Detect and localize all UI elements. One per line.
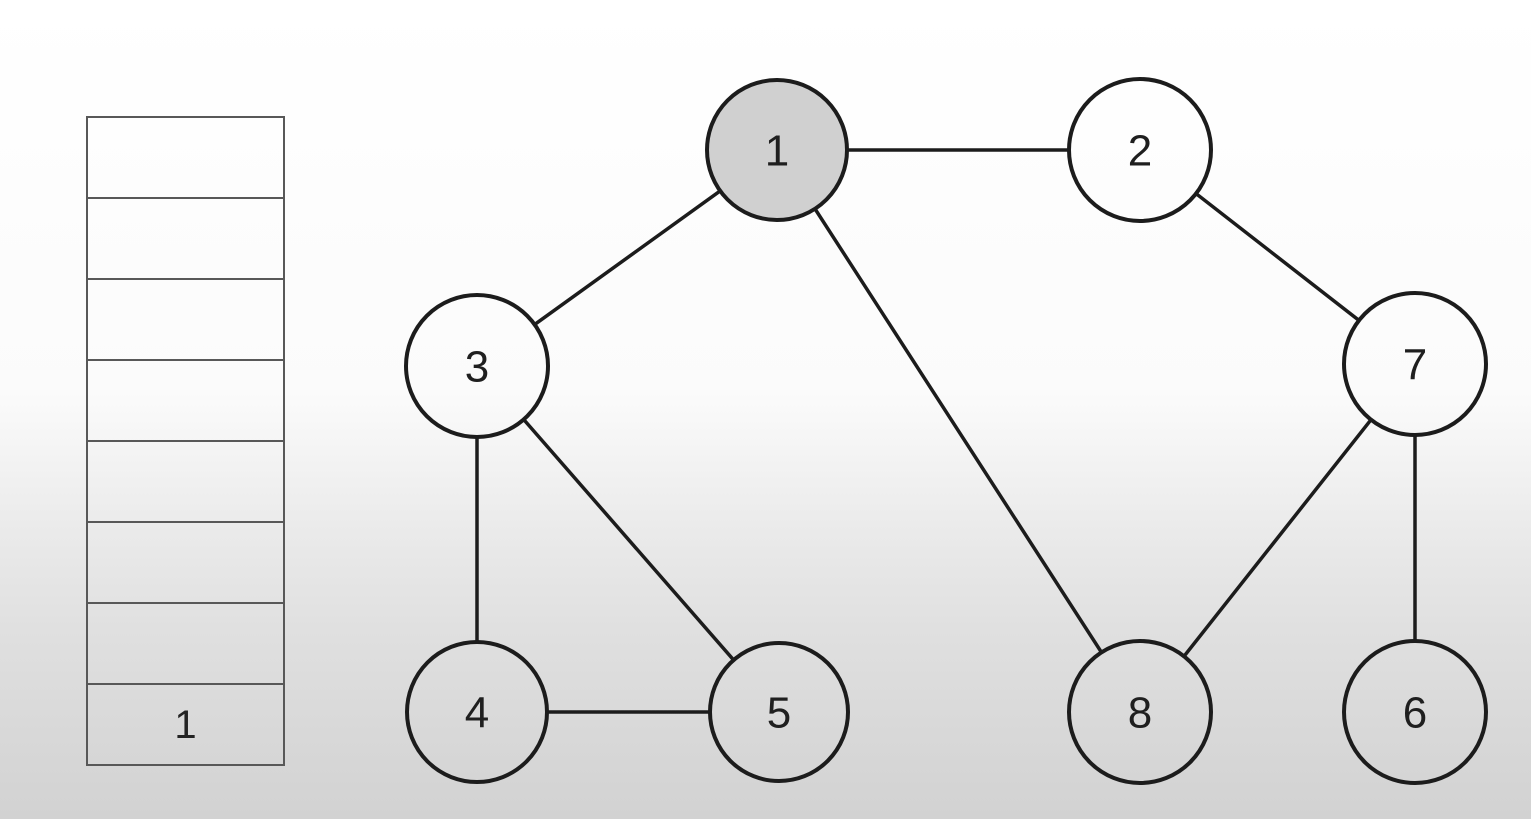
stack-cell-4 [86,440,285,523]
edge-7-8 [1138,362,1417,714]
stack-cell-6 [86,602,285,685]
node-label-7: 7 [1403,340,1427,389]
node-circle [708,641,850,783]
graph-node-2: 2 [1067,77,1213,223]
node-label-5: 5 [767,688,791,737]
graph-node-6: 6 [1342,639,1488,785]
node-label-8: 8 [1128,688,1152,737]
node-circle [404,293,550,439]
graph-node-4: 4 [405,640,549,784]
node-circle [1342,639,1488,785]
stack-cell-5 [86,521,285,604]
graph-nodes: 1 2 3 4 5 6 7 8 [404,77,1488,785]
stack-cell-2 [86,278,285,361]
node-circle-highlighted [705,78,849,222]
graph-node-1: 1 [705,78,849,222]
node-label-4: 4 [465,688,489,737]
graph-node-5: 5 [708,641,850,783]
node-label-2: 2 [1128,126,1152,175]
stack-cell-1 [86,197,285,280]
node-label-6: 6 [1403,688,1427,737]
node-circle [405,640,549,784]
stack-array: 1 [86,116,285,766]
node-circle [1342,291,1488,437]
stack-cell-3 [86,359,285,442]
stack-cell-0 [86,116,285,199]
stack-cell-7: 1 [86,683,285,766]
edge-3-5 [475,364,781,714]
node-circle [1067,77,1213,223]
graph-node-3: 3 [404,293,550,439]
graph-node-8: 8 [1067,639,1213,785]
graph-node-7: 7 [1342,291,1488,437]
node-label-3: 3 [465,342,489,391]
node-circle [1067,639,1213,785]
edge-1-8 [775,148,1142,714]
node-label-1: 1 [765,126,789,175]
stack-cell-value: 1 [174,702,197,747]
